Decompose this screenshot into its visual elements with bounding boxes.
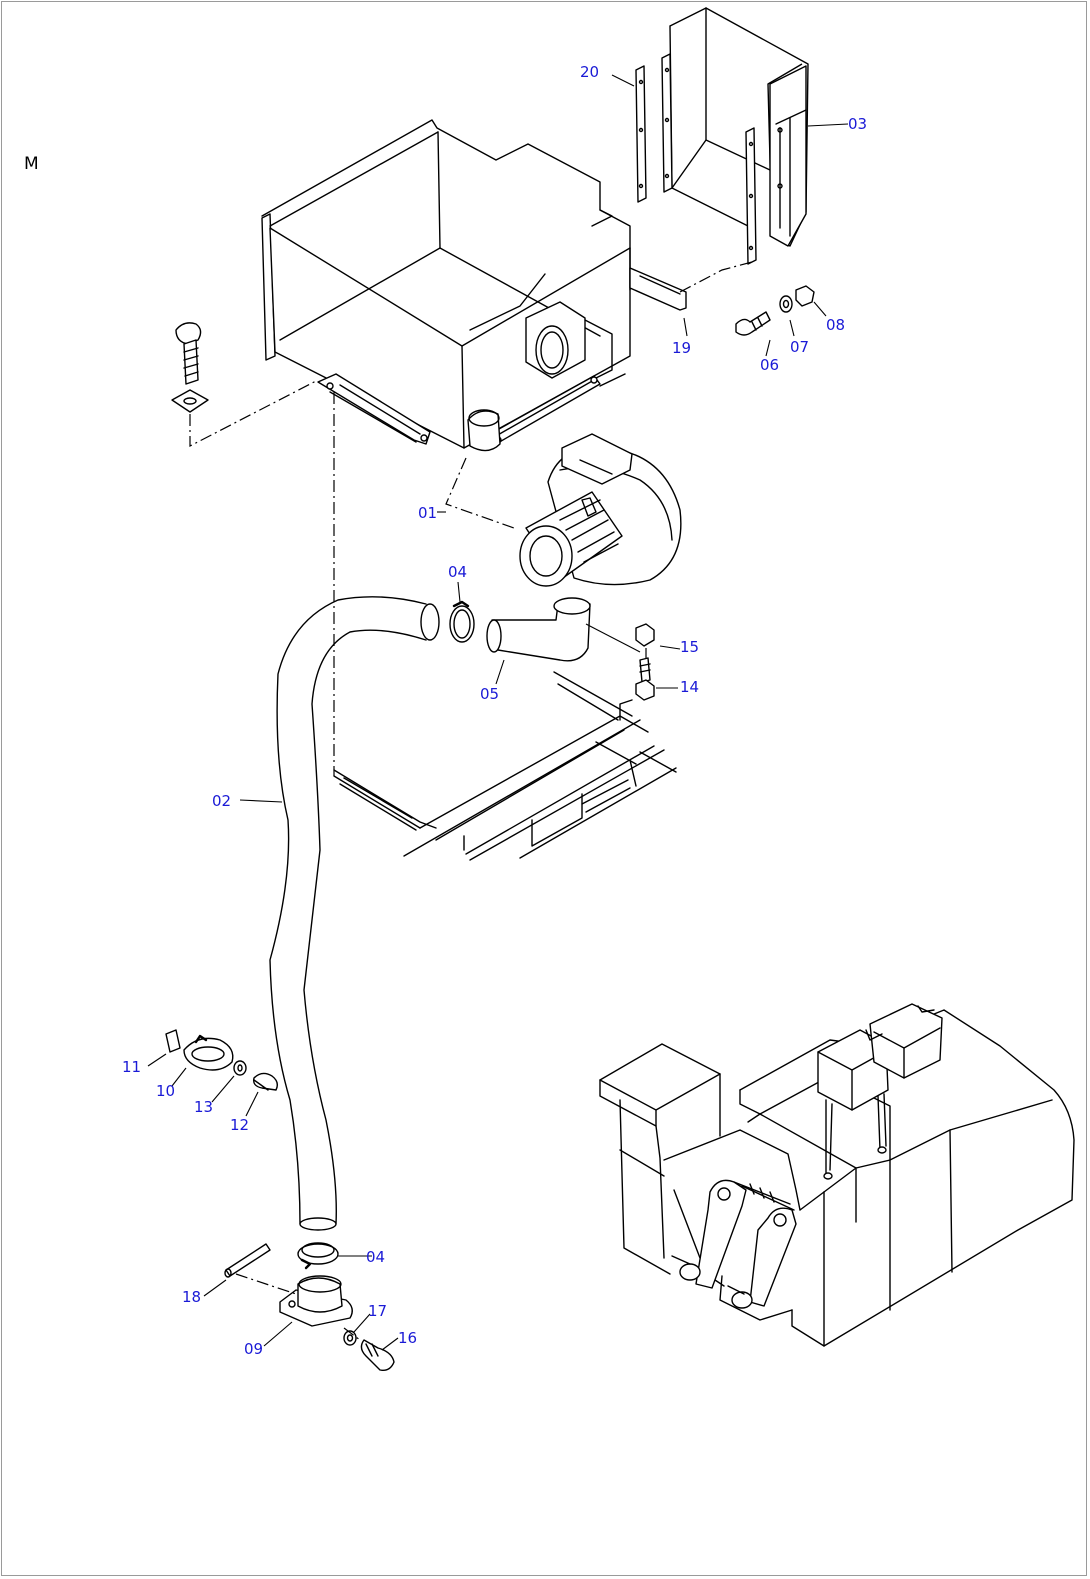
callout-04-upper: 04 [448,563,467,581]
duct-part-03 [669,7,809,247]
blower-motor-part-01 [445,433,682,587]
callout-18: 18 [182,1288,201,1306]
callout-17: 17 [368,1302,387,1320]
callout-05: 05 [480,685,499,703]
callout-02: 02 [212,792,231,810]
mount-bolt-left [171,322,319,447]
callout-09: 09 [244,1340,263,1358]
callout-01: 01 [418,504,437,522]
callout-04-lower: 04 [366,1248,385,1266]
rod-part-18 [224,1243,297,1295]
callout-19: 19 [672,339,691,357]
inset-view [599,1003,1075,1347]
callout-16: 16 [398,1329,417,1347]
mounting-frame [333,671,677,861]
callout-03: 03 [848,115,867,133]
callout-20: 20 [580,63,599,81]
callout-labels: 20 03 19 06 07 08 01 04 05 15 14 02 11 1… [122,63,867,1358]
callout-14: 14 [680,678,699,696]
leader-lines [147,74,849,1351]
callout-12: 12 [230,1116,249,1134]
callout-13: 13 [194,1098,213,1116]
air-cleaner-box [261,119,687,452]
callout-07: 07 [790,338,809,356]
bolt-nut-14-15 [635,623,655,701]
section-label: M [24,154,39,174]
bolt-washer-nut-06-07-08 [679,261,815,336]
callout-15: 15 [680,638,699,656]
hose-clamp-part-04-lower [297,1242,339,1270]
hose-clamp-part-04-upper [449,600,475,643]
elbow-part-05 [486,597,641,662]
callout-08: 08 [826,316,845,334]
callout-11: 11 [122,1058,141,1076]
clamp-group-10-11-12-13 [165,1029,279,1091]
hose-part-02 [269,596,440,1231]
callout-06: 06 [760,356,779,374]
bolt-washer-16-17 [343,1327,395,1372]
strip-part-20 [635,53,757,265]
callout-10: 10 [156,1082,175,1100]
pipe-bracket-part-09 [279,1275,353,1327]
